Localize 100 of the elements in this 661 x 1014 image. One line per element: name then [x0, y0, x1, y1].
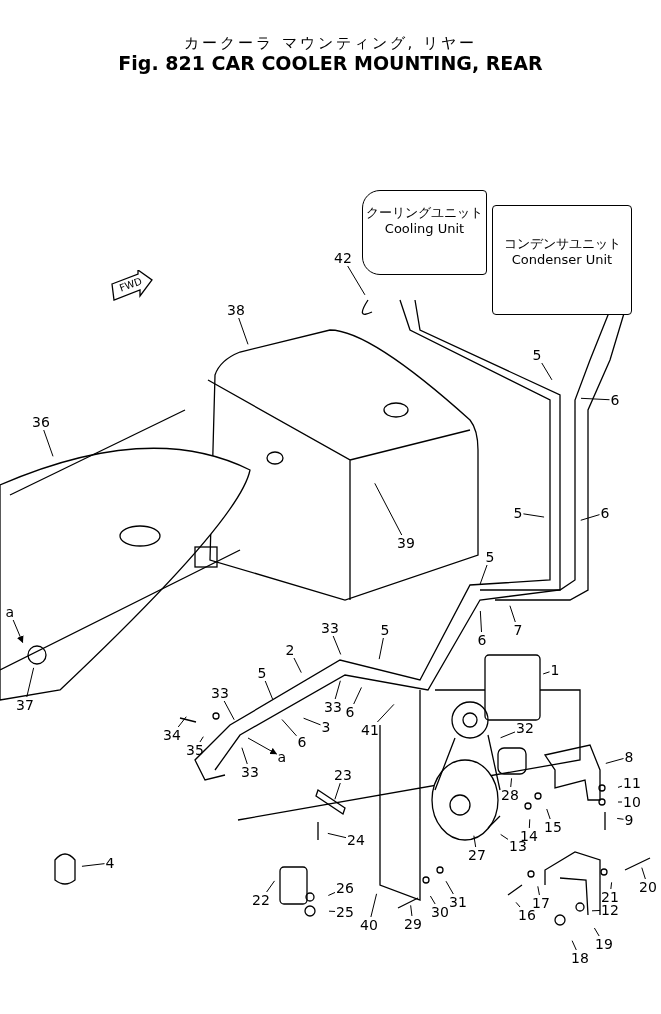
callout-number: 42 — [334, 251, 352, 265]
unit-name: Cooling Unit — [383, 221, 466, 237]
unit-name: コンデンサユニット — [502, 236, 622, 252]
leader-line — [580, 514, 600, 521]
callout-number: 34 — [163, 728, 181, 742]
callout-number: 28 — [501, 788, 519, 802]
leader-line — [266, 880, 275, 893]
callout-number: 6 — [345, 705, 355, 719]
leader-line — [327, 892, 336, 896]
callout-number: 36 — [32, 415, 50, 429]
leader-line — [500, 731, 516, 739]
leader-line — [571, 940, 577, 951]
leader-line — [528, 818, 531, 829]
leader-line — [334, 782, 341, 800]
callout-number: 6 — [477, 633, 487, 647]
callout-number: 40 — [360, 918, 378, 932]
callout-number: 8 — [624, 750, 634, 764]
callout-number: 19 — [595, 937, 613, 951]
callout-number: 1 — [550, 663, 560, 677]
callout-number: 10 — [623, 795, 641, 809]
callout-number: 24 — [347, 833, 365, 847]
callout-number: 5 — [485, 550, 495, 564]
figure-title: Fig. 821 CAR COOLER MOUNTING, REAR — [117, 52, 544, 74]
unit-outline — [362, 190, 487, 275]
leader-line — [332, 635, 342, 655]
callout-number: 5 — [513, 506, 523, 520]
callout-number: 35 — [186, 743, 204, 757]
subtitle-text: カークーラ マウンティング, リヤー — [182, 34, 479, 53]
leader-line — [580, 397, 610, 401]
callout-number: 38 — [227, 303, 245, 317]
leader-line — [43, 429, 54, 457]
callout-number: 22 — [252, 893, 270, 907]
unit-name: Condenser Unit — [510, 252, 614, 268]
callout-number: 5 — [532, 348, 542, 362]
leader-line — [293, 657, 302, 674]
callout-number: a — [277, 750, 287, 764]
leader-line — [479, 564, 488, 585]
leader-line — [199, 736, 204, 743]
callout-number: 17 — [532, 896, 550, 910]
unit-outline — [492, 205, 632, 315]
leader-line — [429, 895, 436, 905]
leader-line — [500, 833, 509, 840]
leader-line — [410, 904, 413, 917]
callout-number: 18 — [571, 951, 589, 965]
leader-line — [177, 716, 187, 728]
leader-line — [617, 801, 623, 803]
leader-line — [327, 832, 347, 839]
callout-number: 37 — [16, 698, 34, 712]
callout-number: 39 — [397, 536, 415, 550]
leader-line — [223, 700, 235, 721]
leader-line — [537, 885, 540, 896]
callout-number: 12 — [601, 903, 619, 917]
callout-number: 6 — [297, 735, 307, 749]
leader-line — [281, 719, 297, 737]
leader-line — [593, 927, 600, 937]
leader-line — [241, 747, 248, 765]
unit-name: クーリングユニット — [365, 205, 484, 221]
callout-number: 41 — [361, 723, 379, 737]
callout-number: 32 — [516, 721, 534, 735]
leader-line — [26, 667, 35, 698]
callout-number: 33 — [324, 700, 342, 714]
callout-number: 3 — [321, 720, 331, 734]
leader-line — [374, 482, 403, 536]
leader-line — [522, 513, 545, 518]
leader-line — [378, 637, 384, 660]
leader-line — [334, 680, 341, 700]
leader-line — [591, 909, 601, 912]
callout-number: 2 — [285, 643, 295, 657]
callout-number: 9 — [624, 813, 634, 827]
leader-line — [376, 703, 395, 723]
callout-number: a — [5, 605, 15, 619]
callout-number: 33 — [211, 686, 229, 700]
leader-line — [81, 863, 105, 867]
callout-number: 33 — [241, 765, 259, 779]
arrow — [247, 737, 278, 755]
callout-number: 11 — [623, 776, 641, 790]
callout-number: 31 — [449, 895, 467, 909]
leader-line — [445, 880, 454, 895]
leader-line — [264, 680, 274, 700]
leader-line — [347, 265, 366, 296]
leader-line — [641, 867, 646, 880]
callout-number: 23 — [334, 768, 352, 782]
leader-line — [610, 881, 613, 890]
leader-line — [238, 317, 249, 345]
fwd-arrow-sign: FWD — [110, 270, 154, 304]
leader-line — [303, 717, 321, 726]
callout-number: 33 — [321, 621, 339, 635]
callout-number: 27 — [468, 848, 486, 862]
callout-number: 6 — [610, 393, 620, 407]
callout-number: 20 — [639, 880, 657, 894]
leader-line — [616, 817, 624, 820]
leader-line — [509, 605, 516, 623]
callout-number: 25 — [336, 905, 354, 919]
callout-number: 5 — [257, 666, 267, 680]
leader-line — [541, 362, 553, 381]
leader-line — [370, 893, 378, 918]
leader-line — [479, 610, 482, 633]
callout-number: 5 — [380, 623, 390, 637]
leader-line — [605, 758, 624, 764]
leader-line — [328, 910, 336, 912]
